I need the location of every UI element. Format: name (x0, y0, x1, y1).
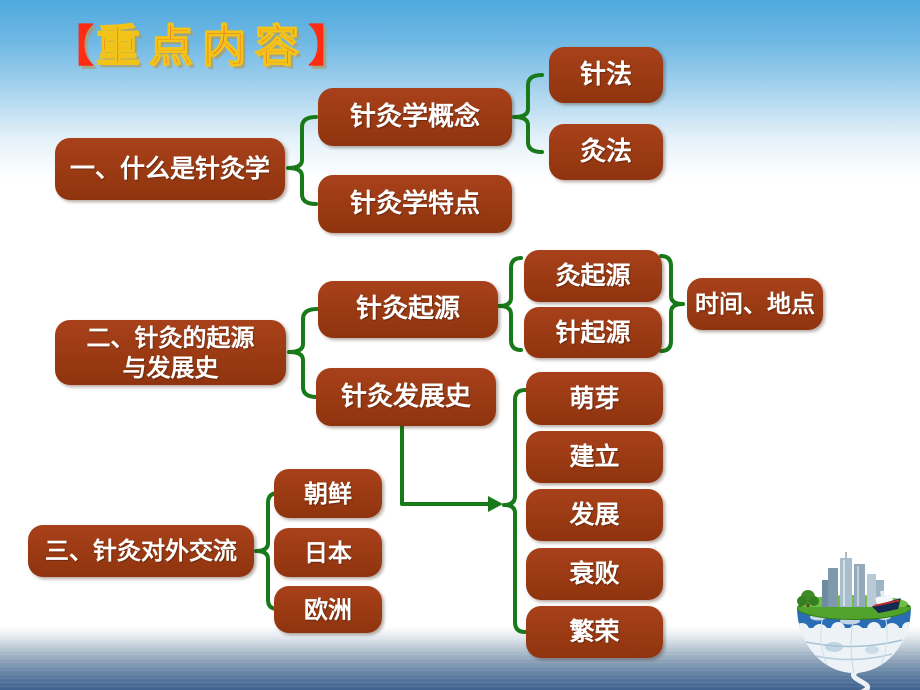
brace-section1 (286, 115, 318, 206)
node-foreign-exchange: 三、针灸对外交流 (28, 525, 254, 577)
node-development-history: 针灸发展史 (316, 368, 496, 426)
node-origin-and-history: 二、针灸的起源 与发展史 (55, 320, 286, 385)
title-text: 重点内容 (95, 20, 308, 73)
title-bracket-left: 【 (50, 21, 94, 72)
node-needling-origin: 针起源 (524, 307, 662, 358)
globe-city-illustration (797, 552, 911, 690)
node-stage-establish: 建立 (526, 431, 663, 483)
node-origin-and-history-line2: 与发展史 (122, 353, 219, 382)
node-moxibustion-origin: 灸起源 (524, 250, 662, 302)
sea-background (0, 626, 920, 690)
cruise-ship (871, 590, 901, 614)
node-moxibustion-method: 灸法 (549, 124, 663, 180)
node-stage-sprout: 萌芽 (526, 372, 663, 425)
node-stage-prosper: 繁荣 (526, 606, 663, 658)
brace-history-stages (502, 388, 527, 634)
node-acupuncture-concept: 针灸学概念 (318, 88, 512, 146)
history-arrow-head (488, 496, 503, 512)
node-acupuncture-features: 针灸学特点 (318, 175, 512, 233)
island-tree (797, 590, 819, 610)
node-korea: 朝鲜 (274, 469, 382, 518)
node-origin-and-history-line1: 二、针灸的起源 (86, 323, 255, 352)
brace-origin-open (497, 256, 523, 352)
brace-origin-close (659, 254, 685, 353)
node-europe: 欧洲 (274, 586, 382, 633)
history-arrow-line (400, 424, 490, 506)
node-japan: 日本 (274, 528, 382, 577)
node-needling-method: 针法 (549, 47, 663, 103)
sea-route-ribbon (850, 665, 871, 690)
node-acupuncture-origin: 针灸起源 (318, 281, 498, 338)
city-buildings (822, 552, 884, 608)
brace-concept (512, 73, 544, 154)
brace-section2 (287, 307, 319, 399)
node-stage-decline: 衰败 (526, 548, 663, 600)
node-time-place: 时间、地点 (687, 278, 823, 330)
node-stage-develop: 发展 (526, 489, 663, 541)
node-what-is-acupuncture: 一、什么是针灸学 (55, 138, 285, 200)
title-bracket-right: 】 (308, 21, 352, 72)
slide-title: 【重点内容】 (50, 10, 352, 74)
